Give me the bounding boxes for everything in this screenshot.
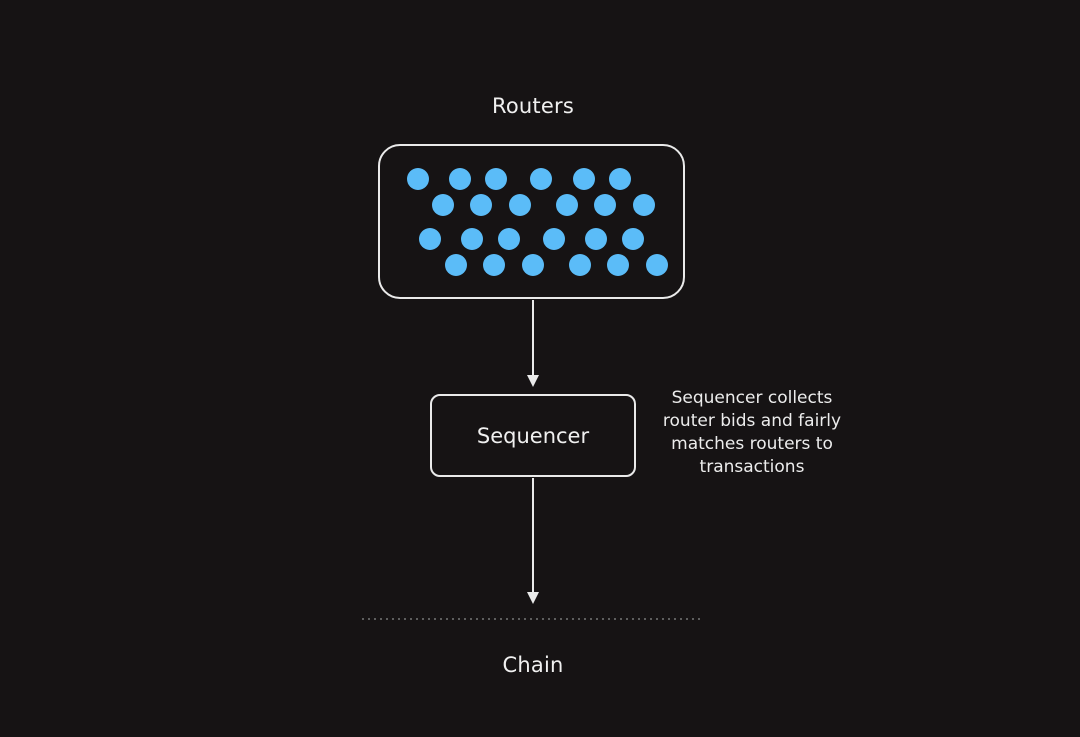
sequencer-note-line: Sequencer collects <box>671 388 833 408</box>
router-node <box>419 228 441 250</box>
router-node <box>594 194 616 216</box>
router-node <box>407 168 429 190</box>
router-node <box>609 168 631 190</box>
sequencer-note-line: matches routers to <box>671 434 833 454</box>
router-node <box>509 194 531 216</box>
router-node <box>646 254 668 276</box>
sequencer-note-line: router bids and fairly <box>662 411 842 431</box>
router-node <box>633 194 655 216</box>
sequencer-note: Sequencer collects router bids and fairl… <box>646 387 858 479</box>
router-node <box>498 228 520 250</box>
router-node <box>461 228 483 250</box>
router-node <box>530 168 552 190</box>
router-node <box>607 254 629 276</box>
router-node <box>445 254 467 276</box>
router-node <box>432 194 454 216</box>
router-node <box>485 168 507 190</box>
router-node <box>483 254 505 276</box>
router-node <box>573 168 595 190</box>
router-node <box>543 228 565 250</box>
router-node <box>622 228 644 250</box>
chain-label: Chain <box>502 653 564 677</box>
routers-label: Routers <box>492 94 574 118</box>
routers-group-box <box>378 144 685 299</box>
sequencer-label: Sequencer <box>476 423 590 448</box>
router-node <box>449 168 471 190</box>
sequencer-note-line: transactions <box>699 457 805 477</box>
router-node <box>556 194 578 216</box>
router-node <box>470 194 492 216</box>
router-node <box>522 254 544 276</box>
router-node <box>585 228 607 250</box>
router-node <box>569 254 591 276</box>
sequencer-box: Sequencer <box>430 394 636 477</box>
